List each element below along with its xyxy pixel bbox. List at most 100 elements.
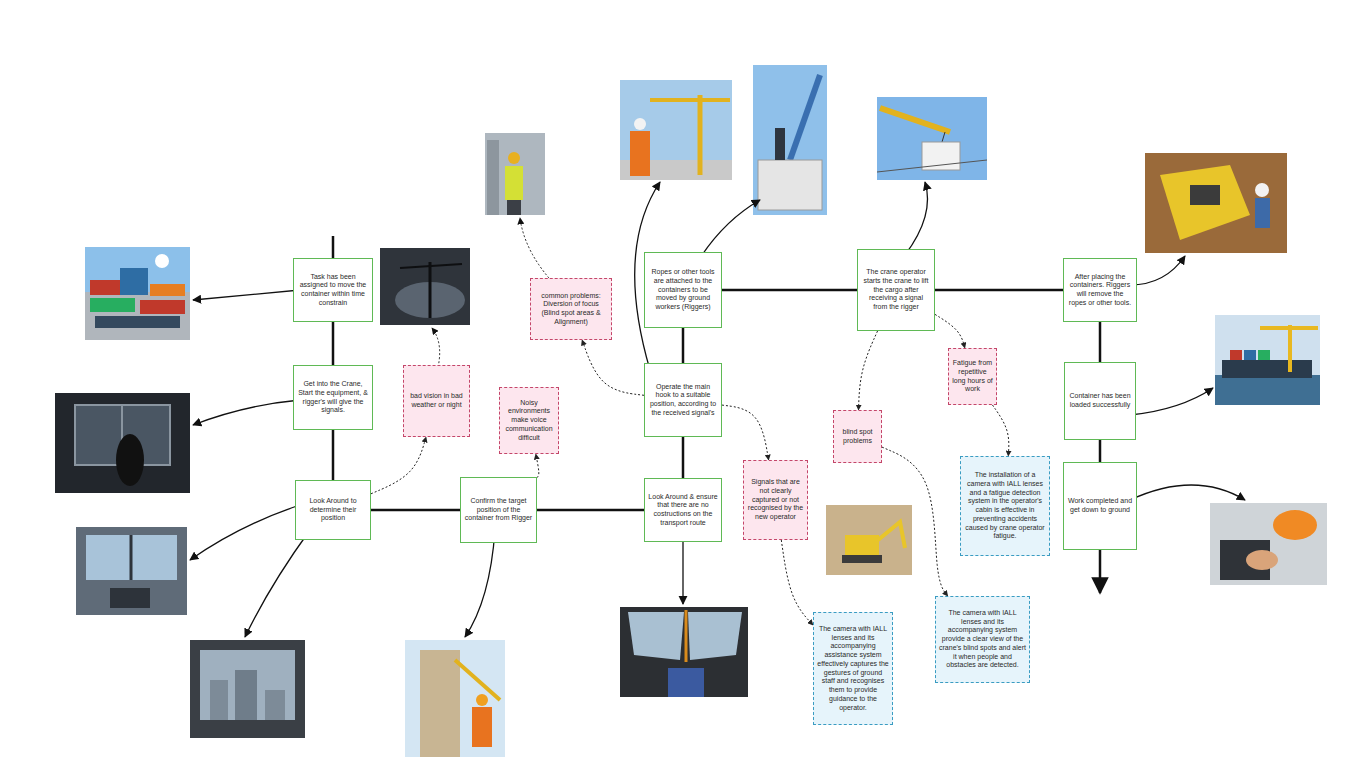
photo <box>1215 315 1320 405</box>
photo-part <box>685 610 688 662</box>
solution-box: The camera with IALL lenses and its acco… <box>813 612 893 725</box>
photo-part <box>1246 550 1278 570</box>
photo-part <box>1215 315 1320 405</box>
photo-part <box>1215 375 1320 405</box>
photo-part <box>86 535 177 580</box>
photo-part <box>942 132 945 142</box>
photo-part <box>476 694 488 706</box>
photo-part <box>76 527 187 615</box>
photo-part <box>420 650 460 757</box>
photo-part <box>235 670 257 720</box>
flow-line <box>371 509 460 512</box>
solution-box: The installation of a camera with IALL l… <box>960 456 1050 556</box>
photo-part <box>1255 198 1270 228</box>
box-text: After placing the containers. Riggers wi… <box>1067 273 1133 308</box>
photo-part <box>1244 350 1256 360</box>
photo-part <box>120 268 148 295</box>
box-text: Ropes or other tools are attached to the… <box>648 268 718 312</box>
photo-part <box>880 108 950 132</box>
box-text: Work completed and get down to ground <box>1067 497 1133 515</box>
photo-part <box>877 160 987 172</box>
photo <box>1210 503 1327 585</box>
photo-part <box>698 95 703 175</box>
box-text: The installation of a camera with IALL l… <box>964 471 1046 541</box>
flow-line <box>722 289 857 292</box>
photo-part <box>429 262 432 318</box>
process-box: After placing the containers. Riggers wi… <box>1063 258 1137 322</box>
box-text: Confirm the target position of the conta… <box>464 497 533 523</box>
flow-line <box>682 437 685 478</box>
photo <box>76 527 187 615</box>
photo-part <box>620 607 748 697</box>
photo-part <box>140 300 185 314</box>
photo-part <box>688 612 742 660</box>
process-box: Get into the Crane, Start the equipment,… <box>293 365 373 430</box>
photo-part <box>155 254 169 268</box>
issue-link <box>722 405 769 460</box>
flow-line <box>682 328 685 363</box>
photo-part <box>265 690 285 720</box>
photo-part <box>1190 185 1220 205</box>
problem-box: bad vision in bad weather or night <box>403 365 470 437</box>
photo-part <box>775 128 785 160</box>
photo <box>753 65 827 215</box>
photo-part <box>650 98 730 102</box>
flow-line <box>1099 322 1102 362</box>
box-text: The camera with IALL lenses and its acco… <box>817 625 889 713</box>
photo-part <box>1288 325 1292 372</box>
photo-part <box>85 247 190 340</box>
photo-part <box>90 298 135 312</box>
photo <box>190 640 305 738</box>
photo-part <box>1258 350 1270 360</box>
problem-box: blind spot problems <box>833 410 882 463</box>
box-text: The crane operator starts the crane to l… <box>861 268 931 312</box>
issue-link <box>882 447 948 596</box>
photo-part <box>210 680 228 720</box>
flow-line <box>537 509 644 512</box>
photo <box>826 505 912 575</box>
process-box: Task has been assigned to move the conta… <box>293 258 373 322</box>
photo-part <box>1222 360 1312 378</box>
photo-part <box>753 65 827 215</box>
photo-part <box>380 248 470 325</box>
photo-part <box>878 522 905 548</box>
photo-arrow <box>1130 256 1185 285</box>
process-box: Look Around & ensure that there are no c… <box>644 478 722 542</box>
issue-link <box>781 540 813 625</box>
box-text: Operate the main hook to a suitable posi… <box>648 383 718 418</box>
issue-link <box>858 331 877 410</box>
issue-link <box>992 405 1008 456</box>
photo <box>485 133 545 215</box>
photo-part <box>790 75 820 160</box>
photo-part <box>668 668 704 697</box>
photo <box>380 248 470 325</box>
photo-part <box>922 142 960 170</box>
photo-arrow <box>190 505 300 560</box>
photo-part <box>90 280 120 295</box>
photo-part <box>1230 350 1242 360</box>
box-text: Get into the Crane, Start the equipment,… <box>297 380 369 415</box>
photo-part <box>1260 326 1318 330</box>
box-text: common problems: Diversion of focus (Bli… <box>534 292 608 327</box>
photo-part <box>405 640 505 757</box>
box-text: Container has been loaded successfully <box>1068 392 1132 410</box>
photo-part <box>1273 510 1317 540</box>
photo <box>1145 153 1287 253</box>
photo-part <box>116 434 144 486</box>
process-box: The crane operator starts the crane to l… <box>857 249 935 331</box>
box-text: The camera with IALL lenses and its acco… <box>939 609 1026 670</box>
photo-part <box>1255 183 1269 197</box>
issue-link <box>536 454 539 478</box>
process-box: Operate the main hook to a suitable posi… <box>644 363 722 437</box>
photo-part <box>620 80 732 180</box>
problem-box: common problems: Diversion of focus (Bli… <box>530 278 612 340</box>
box-text: Fatigue from repetitive long hours of wo… <box>952 359 993 394</box>
issue-link <box>935 314 965 348</box>
photo-arrow <box>465 530 495 637</box>
issue-link <box>371 437 426 494</box>
photo-part <box>628 612 684 660</box>
box-text: Look Around & ensure that there are no c… <box>648 493 718 528</box>
photo-part <box>1145 153 1287 253</box>
photo <box>620 80 732 180</box>
flow-line <box>332 430 335 480</box>
